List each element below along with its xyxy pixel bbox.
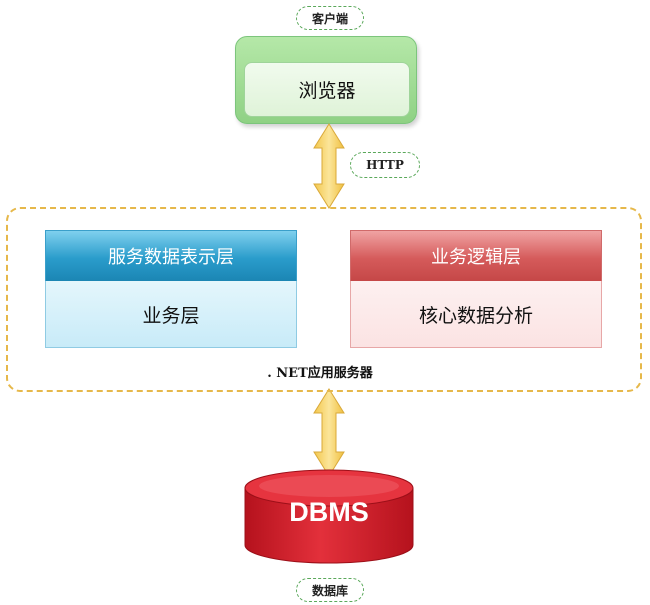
logic-layer-body: 核心数据分析 — [350, 281, 602, 348]
db-double-arrow — [313, 388, 345, 477]
client-label: 客户端 — [296, 6, 364, 30]
server-container — [6, 207, 642, 392]
http-double-arrow — [313, 123, 345, 209]
http-label: HTTP — [350, 152, 420, 178]
dbms-cylinder — [244, 469, 414, 564]
server-label: . NET应用服务器 — [267, 366, 373, 381]
browser-label: 浏览器 — [298, 80, 356, 102]
presentation-layer-title: 服务数据表示层 — [108, 247, 234, 268]
browser-node: 浏览器 — [244, 62, 410, 117]
client-label-text: 客户端 — [311, 11, 348, 26]
presentation-layer-text: 业务层 — [142, 304, 200, 327]
presentation-layer-body: 业务层 — [45, 281, 297, 348]
database-label: 数据库 — [296, 578, 364, 602]
logic-layer-header: 业务逻辑层 — [350, 230, 602, 282]
dbms-label: DBMS — [245, 492, 413, 532]
logic-layer-title: 业务逻辑层 — [431, 247, 521, 268]
logic-layer-text: 核心数据分析 — [418, 304, 533, 327]
http-label-text: HTTP — [366, 158, 404, 172]
database-label-text: 数据库 — [311, 583, 348, 598]
presentation-layer-header: 服务数据表示层 — [45, 230, 297, 282]
dbms-text: DBMS — [289, 496, 369, 527]
